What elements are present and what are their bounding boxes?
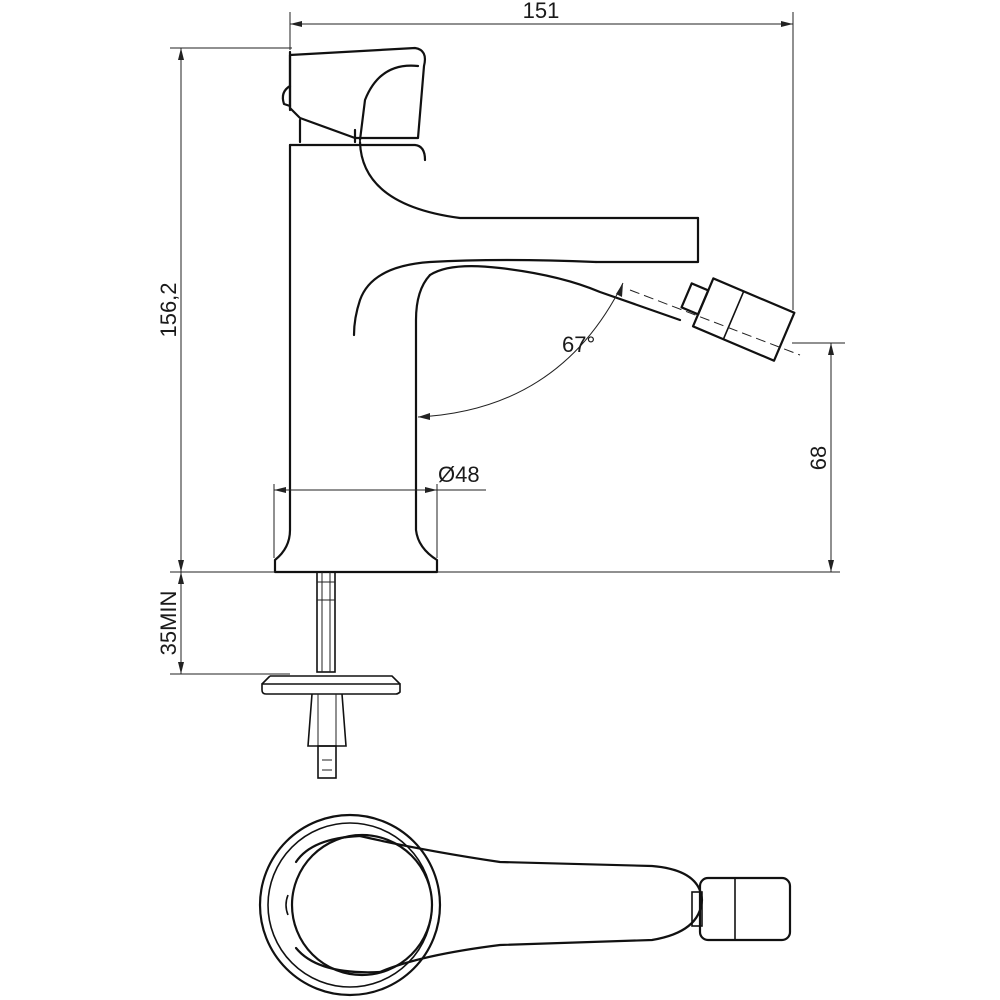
cartridge-cap — [290, 833, 434, 977]
mounting-stems — [307, 693, 347, 779]
spout-lower-curve — [428, 265, 682, 322]
spray-angle-label: 67° — [562, 332, 595, 357]
cartridge-collar — [298, 118, 357, 144]
lever-handle — [288, 46, 427, 140]
total-width-label: 151 — [523, 0, 560, 23]
spout-height-label: 68 — [806, 446, 831, 470]
spout-upper-curve — [358, 140, 700, 220]
dimension-total-height: 156,2 — [156, 47, 292, 573]
plan-nozzle — [691, 876, 792, 942]
tap-body — [288, 143, 427, 162]
dimension-spray-angle: 67° — [417, 282, 624, 420]
spout-front — [594, 216, 700, 264]
mounting-plate — [261, 675, 401, 695]
tap-body-left-side — [273, 143, 439, 574]
min-deck-label: 35MIN — [156, 591, 181, 656]
dimension-body-diameter: Ø48 — [273, 462, 486, 558]
plan-spout-back — [294, 834, 362, 864]
plan-lever-knob — [285, 894, 289, 916]
top-plan-view — [258, 813, 792, 997]
spray-nozzle — [680, 277, 796, 362]
dimension-spout-height: 68 — [437, 342, 845, 573]
spout-underside — [352, 258, 598, 337]
base-outer-ring — [258, 813, 442, 997]
lever-inner-curve — [358, 64, 420, 142]
dimension-min-deck: 35MIN — [156, 572, 290, 675]
dimension-total-width: 151 — [289, 0, 794, 310]
mounting-rod — [316, 571, 336, 673]
side-elevation-view — [261, 46, 801, 779]
plan-spout-back-lower — [294, 946, 382, 974]
body-diameter-label: Ø48 — [438, 462, 480, 487]
nozzle-axis-line — [629, 289, 801, 356]
lever-knob — [281, 84, 292, 108]
total-height-label: 156,2 — [156, 282, 181, 337]
